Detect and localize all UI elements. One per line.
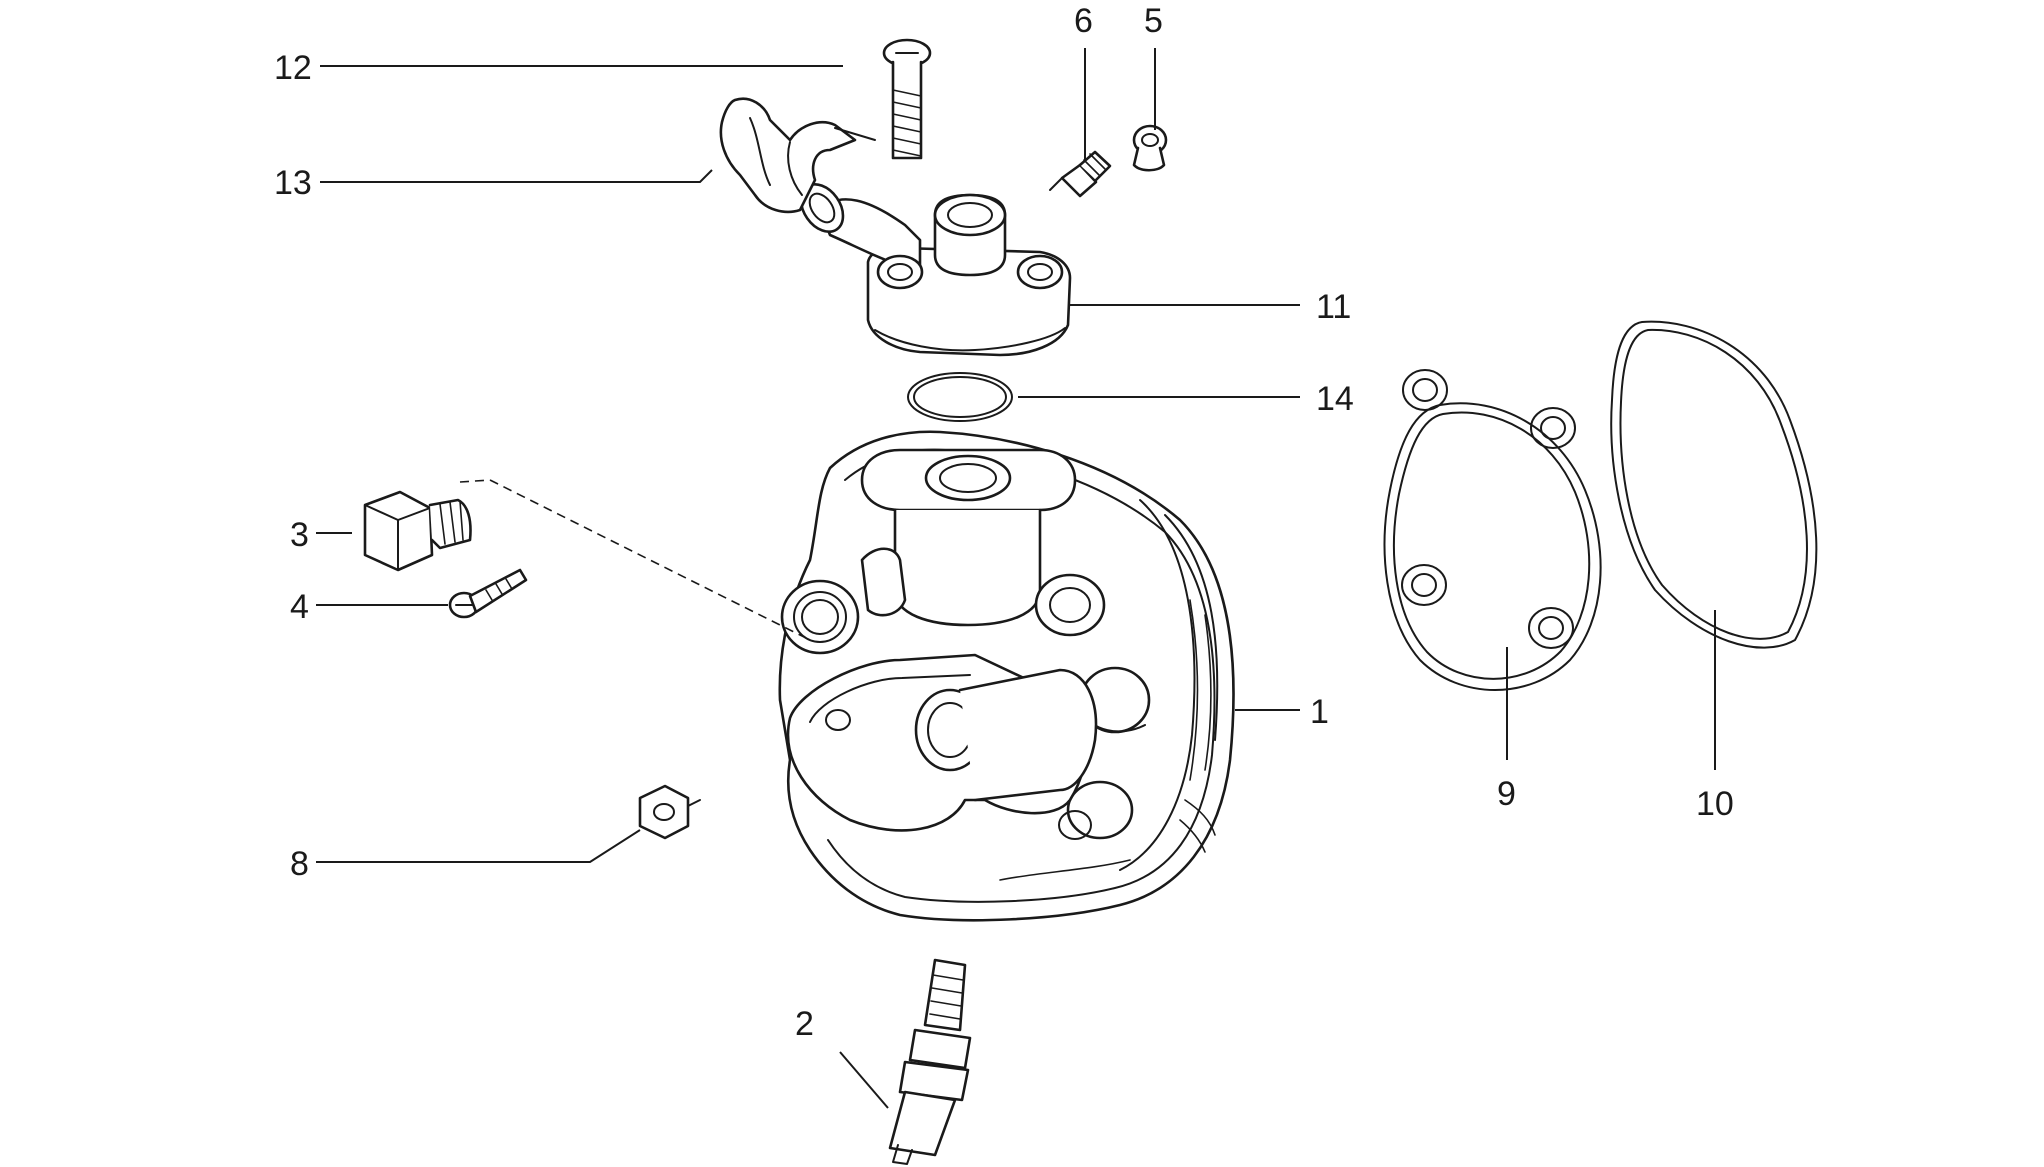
leader-lines [316,48,1716,1109]
part-5-cap [1132,124,1168,172]
callout-11: 11 [1316,288,1351,326]
callout-12: 12 [274,49,312,87]
part-4-screw [448,568,528,619]
callout-6: 6 [1074,2,1093,40]
part-14-o-ring [907,372,1013,422]
callout-4: 4 [290,588,309,626]
callout-10: 10 [1696,785,1734,823]
part-13-clamp [719,97,876,214]
callout-3: 3 [290,516,309,554]
part-1-cylinder-head [778,430,1235,922]
callout-13: 13 [274,164,312,202]
callout-1: 1 [1310,693,1329,731]
part-2-spark-plug [888,958,972,1165]
callout-5: 5 [1144,2,1163,40]
part-12-screw [882,38,932,160]
callout-9: 9 [1497,775,1516,813]
callout-14: 14 [1316,380,1354,418]
part-8-nut [638,784,701,840]
part-6-bleed-valve [1049,150,1112,198]
part-3-plug [363,490,472,572]
callout-8: 8 [290,845,309,883]
callout-labels: 12 13 6 5 11 14 3 4 1 8 9 10 2 [274,2,1734,1043]
callout-2: 2 [795,1005,814,1043]
part-9-gasket [1383,369,1602,691]
part-11-outlet-fitting [799,183,1072,357]
part-10-gasket [1610,320,1818,649]
